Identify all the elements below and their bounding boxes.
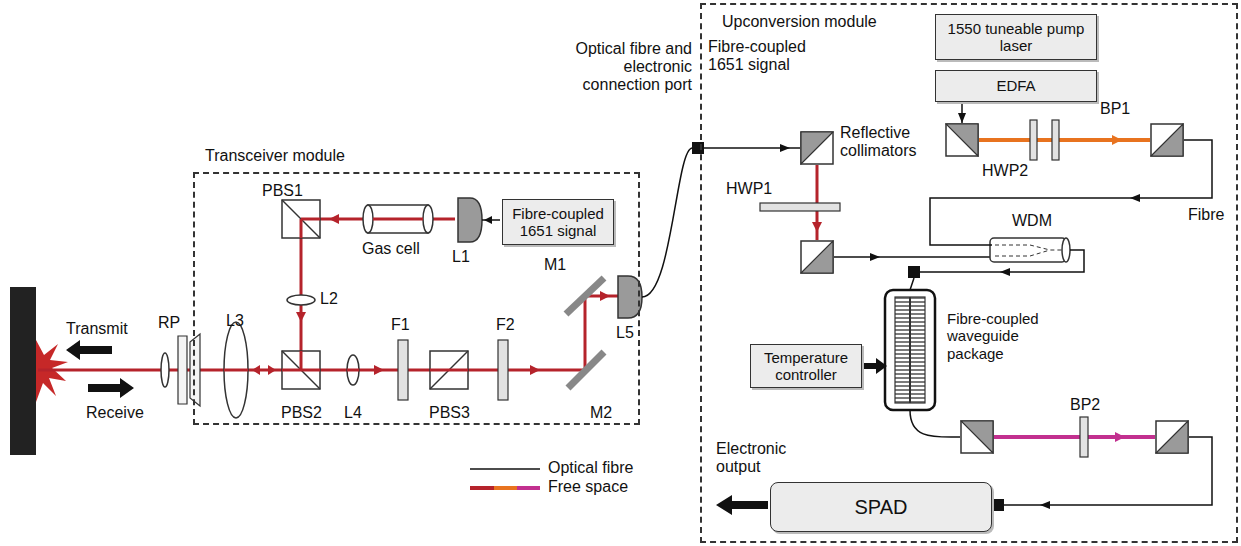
heading-label: Fibre-coupled waveguide package <box>947 310 1072 362</box>
heading-label: Upconversion module <box>722 13 877 31</box>
part-label: Fibre <box>1188 206 1224 224</box>
box-label: EDFA <box>996 77 1035 94</box>
detector-box: SPAD <box>770 482 992 532</box>
waveguide-package: Fibre-coupled waveguide package <box>887 292 937 412</box>
legend-text: Optical fibre <box>548 459 633 477</box>
part-label: Optical fibre and electronic connection … <box>562 40 692 94</box>
part-label: L1 <box>452 248 470 266</box>
part-label: L3 <box>226 312 244 330</box>
part-label: Receive <box>86 404 144 422</box>
part-label: Transmit <box>66 320 128 338</box>
part-label: F2 <box>496 316 515 334</box>
box-label: Temperature controller <box>757 349 855 384</box>
part-label: Reflective collimators <box>840 124 935 160</box>
heading-label: Transceiver module <box>205 147 345 165</box>
control-arrow <box>862 358 887 374</box>
part-label: HWP2 <box>982 162 1028 180</box>
box-label: 1550 tuneable pump laser <box>942 20 1090 55</box>
amplifier-box: EDFA <box>935 70 1097 102</box>
part-label: M2 <box>590 404 612 422</box>
part-label: RP <box>158 314 180 332</box>
part-label: BP2 <box>1070 396 1100 414</box>
part-label: L4 <box>344 404 362 422</box>
part-label: L5 <box>616 324 634 342</box>
box-label: SPAD <box>855 496 908 519</box>
arrow-head <box>876 358 887 374</box>
part-label: L2 <box>320 290 338 308</box>
part-label: Gas cell <box>362 240 420 258</box>
part-label: Electronic output <box>716 440 796 476</box>
connector-line <box>862 363 878 369</box>
signal-source-box: Fibre-coupled 1651 signal <box>502 199 614 245</box>
module-boundary: Upconversion module 1550 tuneable pump la… <box>700 3 1238 543</box>
part-label: PBS3 <box>429 404 470 422</box>
part-label: M1 <box>544 256 566 274</box>
laser-box: 1550 tuneable pump laser <box>935 14 1097 60</box>
part-label: PBS1 <box>262 182 303 200</box>
module-boundary: Transceiver moduleFibre-coupled 1651 sig… <box>193 172 640 425</box>
legend-text: Free space <box>548 478 628 496</box>
box-label: Fibre-coupled 1651 signal <box>509 205 607 240</box>
part-label: Fibre-coupled 1651 signal <box>708 38 808 74</box>
part-label: HWP1 <box>726 180 772 198</box>
part-label: BP1 <box>1100 100 1130 118</box>
part-label: F1 <box>391 316 410 334</box>
controller-box: Temperature controller <box>750 344 862 388</box>
part-label: WDM <box>1012 212 1052 230</box>
part-label: PBS2 <box>281 404 322 422</box>
